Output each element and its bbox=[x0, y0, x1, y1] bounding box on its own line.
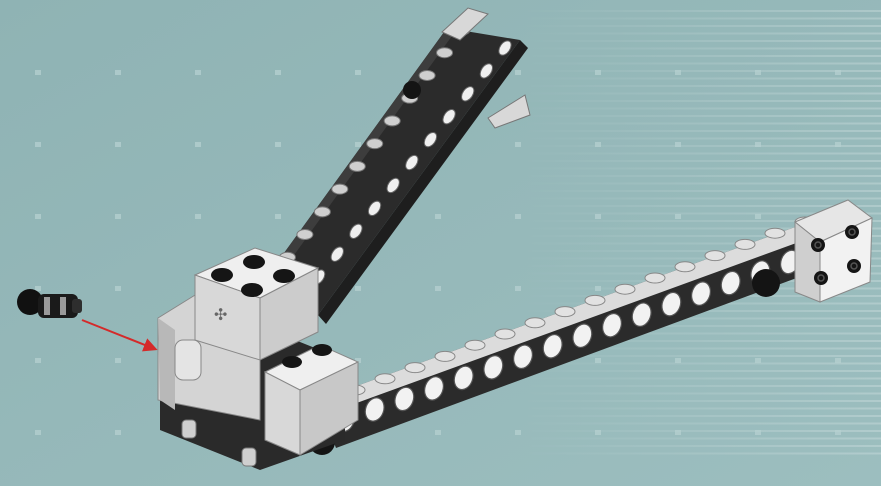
svg-text:✣: ✣ bbox=[214, 305, 227, 324]
